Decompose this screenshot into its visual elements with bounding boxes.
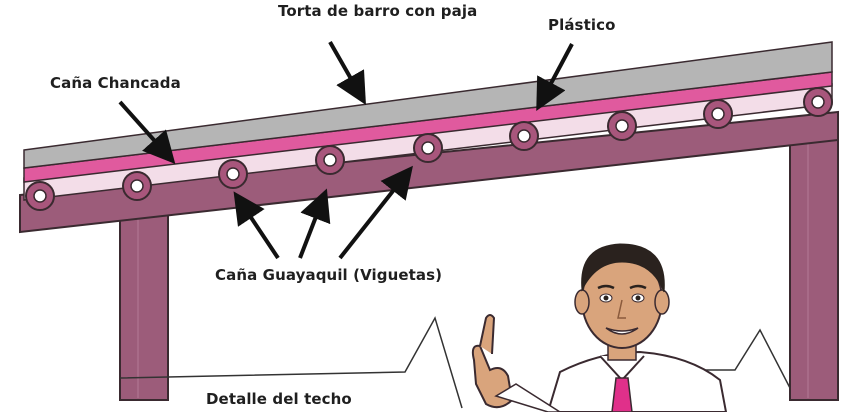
poles-row <box>25 87 833 211</box>
left-post <box>119 199 169 401</box>
pole-8 <box>703 99 733 129</box>
pole-5 <box>413 133 443 163</box>
arrow-chancada <box>118 100 176 164</box>
label-cana-guayaquil: Caña Guayaquil (Viguetas) <box>215 266 443 284</box>
right-post <box>789 119 839 401</box>
pole-3 <box>218 159 248 189</box>
pole-4 <box>315 145 345 175</box>
pole-1 <box>25 181 55 211</box>
label-cana-chancada: Caña Chancada <box>50 74 181 92</box>
arrow-guayaquil-2 <box>298 188 331 259</box>
label-plastico: Plástico <box>548 16 616 34</box>
label-torta-de-barro: Torta de barro con paja <box>278 2 478 20</box>
arrow-guayaquil-3 <box>338 165 413 260</box>
arrow-guayaquil-1 <box>233 191 280 260</box>
arrow-plastico <box>536 43 574 112</box>
arrow-torta <box>328 41 366 105</box>
main-beam <box>19 110 839 234</box>
pole-2 <box>122 171 152 201</box>
pole-9 <box>803 87 833 117</box>
caption-detalle-del-techo: Detalle del techo <box>206 390 352 408</box>
pole-7 <box>607 111 637 141</box>
pole-6 <box>509 121 539 151</box>
arrows <box>118 41 574 260</box>
person-illustration <box>471 243 728 413</box>
